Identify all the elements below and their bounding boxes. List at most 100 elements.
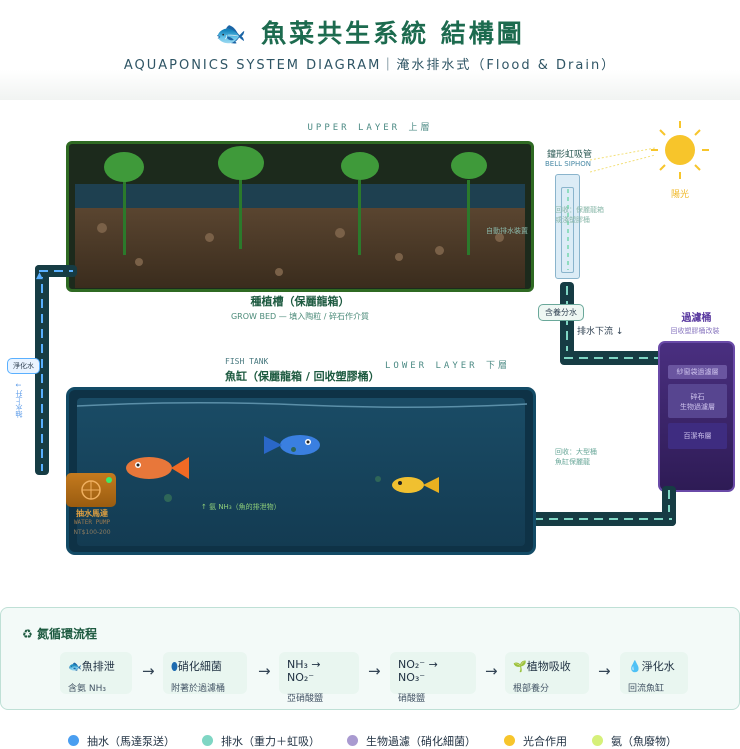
fish-tank: ↑ 氨 NH₃（魚的排泄物） <box>66 387 536 555</box>
legend-swatch <box>68 735 79 746</box>
legend-label: 光合作用 <box>523 735 567 748</box>
legend-swatch <box>347 735 358 746</box>
legend-item: 光合作用 <box>504 733 567 749</box>
pump-pipe <box>35 265 77 277</box>
fish-icon: 🐟 <box>215 19 250 48</box>
title-text: 魚菜共生系統 結構圖 <box>261 19 525 48</box>
bacteria-icon: ⬮ <box>171 660 178 673</box>
step-sub: 硝酸鹽 <box>398 694 426 704</box>
siphon-note: 回收：保麗龍箱 <box>555 206 604 214</box>
step-title: 魚排泄 <box>81 660 115 673</box>
bubble <box>375 476 381 482</box>
plant <box>102 152 146 262</box>
step-sub: 亞硝酸鹽 <box>287 694 324 704</box>
bubble <box>291 447 296 452</box>
step-sub: 附著於過濾桶 <box>171 684 226 694</box>
filter-layer-sponge: 百潔布層 <box>668 423 727 449</box>
pump-price: NT$100-200 <box>73 529 111 536</box>
filter-bucket[interactable]: 紗窗袋過濾層 碎石生物過濾層 百潔布層 <box>658 341 735 492</box>
filter-subtitle: 回收塑膠桶改裝 <box>670 327 720 335</box>
legend-swatch <box>202 735 213 746</box>
grow-bed-media <box>75 208 525 288</box>
fan-icon <box>81 480 101 500</box>
cycle-title: ♻ 氮循環流程 <box>22 625 97 642</box>
cycle-step: 💧淨化水回流魚缸 <box>620 652 688 694</box>
arrow-icon: → <box>142 662 155 680</box>
water-surface <box>77 401 527 409</box>
sun-icon <box>651 121 709 179</box>
legend-label: 抽水（馬達泵送） <box>87 735 175 748</box>
arrow-icon: → <box>598 662 611 680</box>
pump-title: 抽水馬達 <box>76 509 108 518</box>
sprout-icon: 🌱 <box>513 660 527 673</box>
fish-tank-title: 魚缸（保麗龍箱 / 回收塑膠桶） <box>225 370 380 383</box>
step-sub: 含氨 NH₃ <box>68 684 106 694</box>
pump-pipe <box>35 265 49 475</box>
filter-layer-mesh: 紗窗袋過濾層 <box>668 365 727 379</box>
bio-label: 生物過濾層 <box>680 403 715 411</box>
legend-label: 生物過濾（硝化細菌） <box>366 735 476 748</box>
plant <box>446 152 490 262</box>
fish-tank-en: FISH TANK <box>225 357 269 366</box>
grow-bed-title: 種植槽（保麗龍箱） <box>250 295 350 308</box>
cycle-step: 🌱植物吸收根部養分 <box>505 652 589 694</box>
drain-flow-label: 排水下流 ↓ <box>577 327 624 337</box>
purified-water-tag: 淨化水 <box>7 358 40 374</box>
step-title: NH₃ → NO₂⁻ <box>287 658 321 684</box>
status-light <box>106 477 112 483</box>
pump-en: WATER PUMP <box>73 519 111 526</box>
drain-pipe <box>560 351 662 365</box>
legend-label: 排水（重力＋虹吸） <box>221 735 320 748</box>
legend-item: 排水（重力＋虹吸） <box>202 733 320 749</box>
arrow-icon: → <box>368 662 381 680</box>
step-title: 植物吸收 <box>526 660 571 673</box>
drain-device-label: 自動排水裝置 <box>486 227 528 235</box>
bubble <box>164 494 172 502</box>
water-pump[interactable] <box>66 473 116 507</box>
filter-layer-gravel: 碎石生物過濾層 <box>668 384 727 418</box>
legend-swatch <box>592 735 603 746</box>
cycle-title-text: 氮循環流程 <box>36 627 97 641</box>
filter-title: 過濾桶 <box>681 313 712 324</box>
legend-item: 抽水（馬達泵送） <box>68 733 175 749</box>
legend-swatch <box>504 735 515 746</box>
legend-label: 氨（魚廢物） <box>611 735 677 748</box>
legend-item: 生物過濾（硝化細菌） <box>347 733 476 749</box>
cycle-step: NH₃ → NO₂⁻ 亞硝酸鹽 <box>279 652 359 704</box>
cycle-step: NO₂⁻ → NO₃⁻硝酸鹽 <box>390 652 476 704</box>
header <box>0 0 740 100</box>
arrow-up-icon: ▲ <box>36 271 43 281</box>
sun-label: 陽光 <box>671 190 690 200</box>
step-sub: 回流魚缸 <box>628 684 665 694</box>
drain-pipe <box>560 282 574 364</box>
nutrient-water-tag: 含養分水 <box>538 304 584 321</box>
plant <box>218 146 264 256</box>
page-subtitle: AQUAPONICS SYSTEM DIAGRAM｜淹水排水式（Flood & … <box>123 58 617 73</box>
sunlight-rays <box>590 147 656 173</box>
blue-fish-icon <box>264 435 320 455</box>
siphon-note: 或淺塑膠桶 <box>555 216 590 224</box>
plant <box>337 152 381 262</box>
droplet-icon: 💧 <box>628 660 642 673</box>
upper-layer-label: UPPER LAYER 上層 <box>307 123 433 133</box>
page-title: 🐟 魚菜共生系統 結構圖 <box>0 14 740 50</box>
pump-flow-label: 抽水上升 ↑ <box>15 382 23 419</box>
lower-layer-label: LOWER LAYER 下層 <box>385 361 511 371</box>
tank-note: 魚缸保麗龍 <box>555 458 590 466</box>
grow-bed-subtitle: GROW BED — 填入陶粒 / 碎石作介質 <box>230 312 370 321</box>
fish-icon: 🐟 <box>68 660 82 673</box>
step-sub: 根部養分 <box>513 684 550 694</box>
tank-note: 回收：大型桶 <box>555 448 597 456</box>
siphon-subtitle: BELL SIPHON <box>545 160 591 168</box>
cycle-step: 🐟魚排泄含氨 NH₃ <box>60 652 132 694</box>
siphon-title: 鐘形虹吸管 <box>547 150 593 160</box>
yellow-fish-icon <box>392 477 439 493</box>
ammonia-label: ↑ 氨 NH₃（魚的排泄物） <box>201 503 281 511</box>
arrow-icon: → <box>258 662 271 680</box>
step-title: 淨化水 <box>641 660 675 673</box>
arrow-icon: → <box>485 662 498 680</box>
orange-fish-icon <box>126 457 189 479</box>
gravel-label: 碎石 <box>690 393 705 401</box>
return-pipe <box>530 512 676 526</box>
grow-bed-water <box>75 184 525 210</box>
